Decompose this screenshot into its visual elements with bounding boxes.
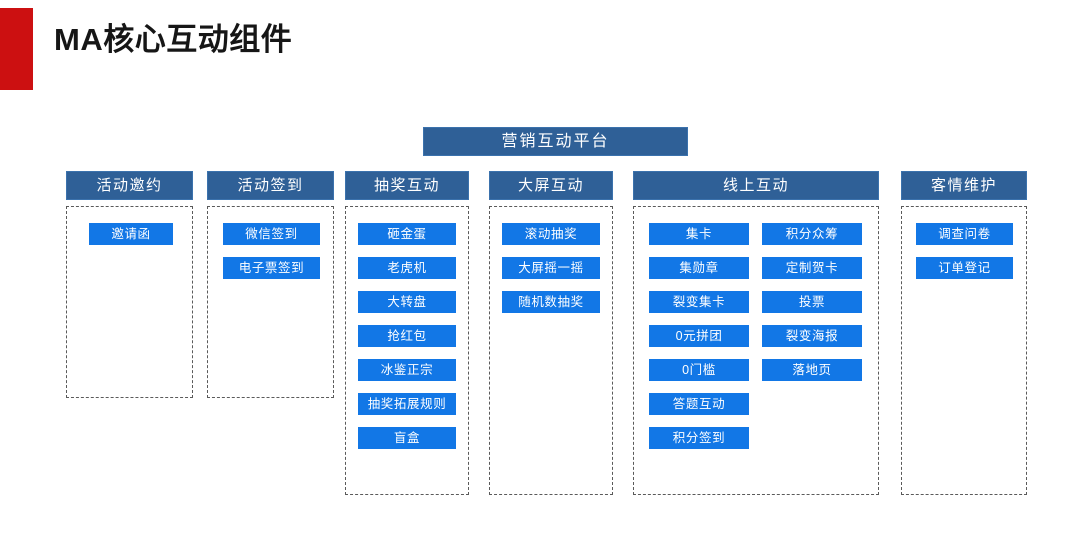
category-body-3: 滚动抽奖 大屏摇一摇 随机数抽奖 xyxy=(489,206,613,495)
category-body-2: 砸金蛋 老虎机 大转盘 抢红包 冰鉴正宗 抽奖拓展规则 盲盒 xyxy=(345,206,469,495)
node-button[interactable]: 盲盒 xyxy=(358,427,456,449)
category-body-1: 微信签到 电子票签到 xyxy=(207,206,334,398)
node-button[interactable]: 大屏摇一摇 xyxy=(502,257,600,279)
node-button[interactable]: 集勋章 xyxy=(649,257,749,279)
category-body-0: 邀请函 xyxy=(66,206,193,398)
node-button[interactable]: 订单登记 xyxy=(916,257,1013,279)
category-body-4: 集卡 集勋章 裂变集卡 0元拼团 0门槛 答题互动 积分签到 积分众筹 定制贺卡… xyxy=(633,206,879,495)
node-button[interactable]: 裂变集卡 xyxy=(649,291,749,313)
node-group-2-0: 砸金蛋 老虎机 大转盘 抢红包 冰鉴正宗 抽奖拓展规则 盲盒 xyxy=(358,223,456,449)
platform-root-header[interactable]: 营销互动平台 xyxy=(423,127,688,156)
node-group-5-0: 调查问卷 订单登记 xyxy=(916,223,1013,279)
category-header-0[interactable]: 活动邀约 xyxy=(66,171,193,200)
node-button[interactable]: 冰鉴正宗 xyxy=(358,359,456,381)
category-header-2[interactable]: 抽奖互动 xyxy=(345,171,469,200)
category-header-1[interactable]: 活动签到 xyxy=(207,171,334,200)
node-button[interactable]: 抢红包 xyxy=(358,325,456,347)
node-button[interactable]: 0元拼团 xyxy=(649,325,749,347)
node-group-0-0: 邀请函 xyxy=(89,223,173,245)
node-button[interactable]: 随机数抽奖 xyxy=(502,291,600,313)
node-button[interactable]: 裂变海报 xyxy=(762,325,862,347)
node-button[interactable]: 微信签到 xyxy=(223,223,320,245)
node-button[interactable]: 集卡 xyxy=(649,223,749,245)
node-button[interactable]: 积分众筹 xyxy=(762,223,862,245)
node-button[interactable]: 砸金蛋 xyxy=(358,223,456,245)
node-button[interactable]: 邀请函 xyxy=(89,223,173,245)
node-button[interactable]: 调查问卷 xyxy=(916,223,1013,245)
node-button[interactable]: 落地页 xyxy=(762,359,862,381)
node-button[interactable]: 答题互动 xyxy=(649,393,749,415)
category-header-5[interactable]: 客情维护 xyxy=(901,171,1027,200)
node-button[interactable]: 大转盘 xyxy=(358,291,456,313)
category-header-3[interactable]: 大屏互动 xyxy=(489,171,613,200)
node-group-wrapper: 集卡 集勋章 裂变集卡 0元拼团 0门槛 答题互动 积分签到 积分众筹 定制贺卡… xyxy=(649,223,862,449)
title-accent-bar xyxy=(0,8,33,90)
node-button[interactable]: 抽奖拓展规则 xyxy=(358,393,456,415)
node-button[interactable]: 定制贺卡 xyxy=(762,257,862,279)
node-group-3-0: 滚动抽奖 大屏摇一摇 随机数抽奖 xyxy=(502,223,600,313)
page-title: MA核心互动组件 xyxy=(54,22,293,57)
node-group-4-1: 积分众筹 定制贺卡 投票 裂变海报 落地页 xyxy=(762,223,862,449)
node-button[interactable]: 投票 xyxy=(762,291,862,313)
node-button[interactable]: 电子票签到 xyxy=(223,257,320,279)
node-button[interactable]: 老虎机 xyxy=(358,257,456,279)
node-button[interactable]: 滚动抽奖 xyxy=(502,223,600,245)
node-group-1-0: 微信签到 电子票签到 xyxy=(223,223,320,279)
category-header-4[interactable]: 线上互动 xyxy=(633,171,879,200)
node-group-4-0: 集卡 集勋章 裂变集卡 0元拼团 0门槛 答题互动 积分签到 xyxy=(649,223,749,449)
node-button[interactable]: 积分签到 xyxy=(649,427,749,449)
node-button[interactable]: 0门槛 xyxy=(649,359,749,381)
category-body-5: 调查问卷 订单登记 xyxy=(901,206,1027,495)
